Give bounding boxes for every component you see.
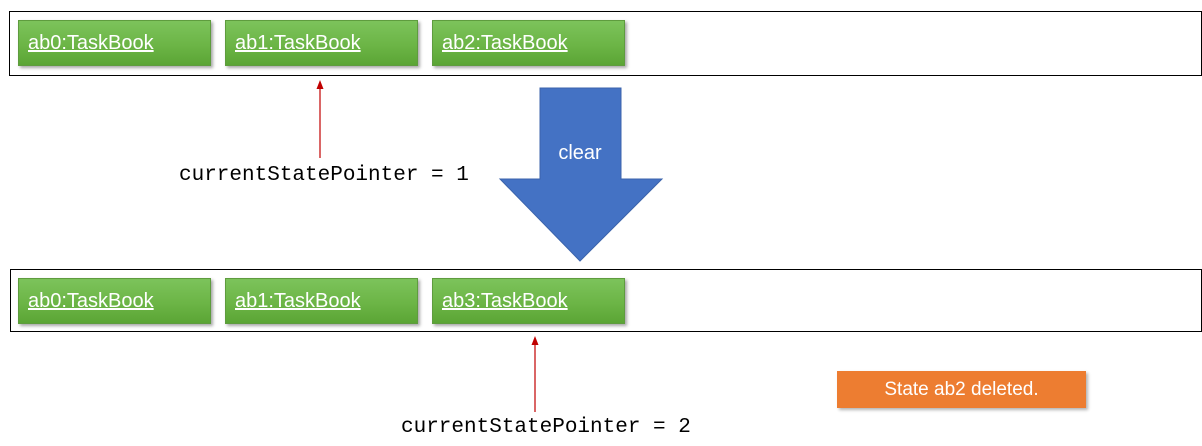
current-state-pointer-label-after: currentStatePointer = 2 bbox=[401, 416, 691, 439]
command-label: clear bbox=[558, 142, 602, 164]
clear-command-arrow bbox=[498, 87, 664, 262]
state-box-ab2: ab2:TaskBook bbox=[432, 20, 625, 66]
state-list-before: ab0:TaskBook ab1:TaskBook ab2:TaskBook bbox=[9, 11, 1202, 76]
state-box-ab3: ab3:TaskBook bbox=[432, 278, 625, 324]
state-deleted-note: State ab2 deleted. bbox=[837, 371, 1086, 408]
state-list-after: ab0:TaskBook ab1:TaskBook ab3:TaskBook bbox=[10, 269, 1202, 332]
state-box-ab0: ab0:TaskBook bbox=[18, 278, 211, 324]
state-box-ab1: ab1:TaskBook bbox=[225, 20, 418, 66]
pointer-arrow-before bbox=[316, 80, 324, 158]
state-box-ab1: ab1:TaskBook bbox=[225, 278, 418, 324]
state-box-ab0: ab0:TaskBook bbox=[18, 20, 211, 66]
current-state-pointer-label-before: currentStatePointer = 1 bbox=[179, 164, 469, 187]
pointer-arrow-after bbox=[531, 336, 539, 412]
